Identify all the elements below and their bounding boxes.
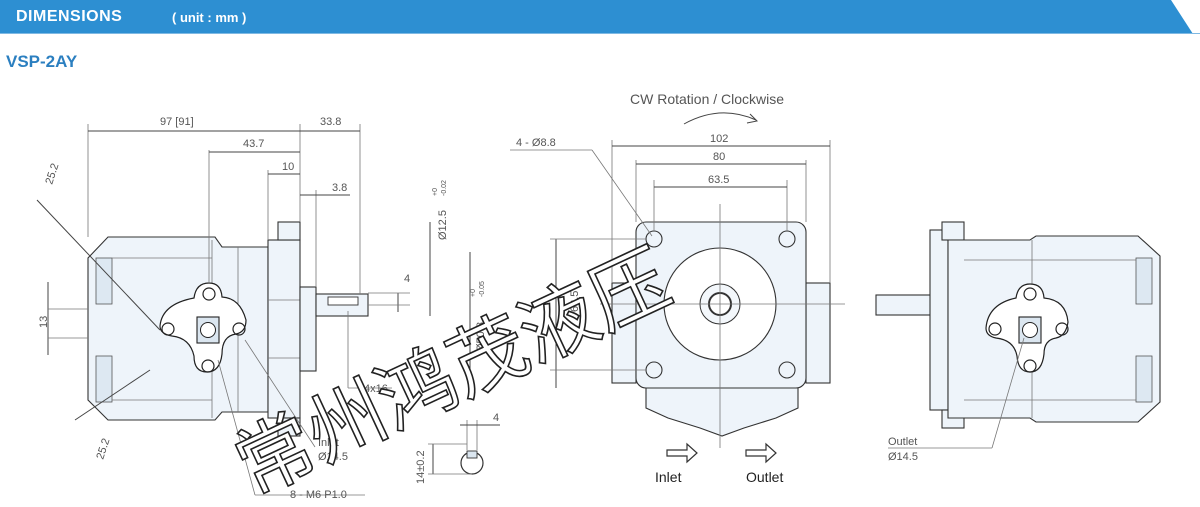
dim-13: 13 — [38, 316, 50, 328]
bolt-hole-top — [202, 287, 216, 301]
dim-25-2-bottom: 25.2 — [94, 437, 112, 461]
front-outlet-label: Outlet — [746, 469, 783, 485]
dim-25-2-top: 25.2 — [43, 162, 61, 186]
front-view-lower-housing — [645, 381, 799, 437]
inlet-label: Inlet — [318, 437, 339, 449]
key-width: 4 — [493, 412, 499, 424]
dim-vertical: 63.5 — [569, 291, 581, 312]
dim-102: 102 — [710, 133, 728, 145]
side-view-port-bottom — [95, 355, 113, 403]
rear-view: Outlet Ø14.5 — [875, 221, 1161, 463]
holes-label: 4 - Ø8.8 — [516, 137, 556, 149]
side-view-flange — [267, 239, 301, 419]
dim-12-5-tol-upper: +0 — [432, 188, 439, 196]
section-title: DIMENSIONS — [16, 8, 123, 25]
model-name: VSP-2AY — [6, 52, 78, 71]
bolt-hole-bottom — [201, 359, 215, 373]
dim-12-5: Ø12.5 — [437, 210, 449, 240]
dim-50-8: Ø50.8 — [475, 322, 487, 352]
front-view-dimensions: CW Rotation / Clockwise 4 - Ø8.8 102 80 … — [510, 91, 845, 448]
rear-view-flange-edge — [929, 229, 949, 411]
dim-4: 4 — [404, 273, 410, 285]
front-inlet-label: Inlet — [655, 469, 682, 485]
rear-view-dimensions: Outlet Ø14.5 — [888, 337, 1025, 463]
bolt-note: 8 - M6 P1.0 — [290, 489, 347, 501]
outlet-arrow-icon — [745, 442, 777, 464]
front-hole-bottom-right — [778, 361, 796, 379]
outlet-port-flange — [985, 283, 1069, 373]
dim-10: 10 — [282, 161, 294, 173]
rear-view-ear-top — [941, 221, 965, 241]
side-view-pilot — [299, 286, 317, 372]
side-view-flange-ear-bottom — [277, 417, 301, 437]
dim-50-8-tol-upper: +0 — [470, 289, 477, 297]
inlet-port-flange — [159, 282, 247, 373]
dim-80: 80 — [713, 151, 725, 163]
dim-3-8: 3.8 — [332, 182, 347, 194]
dim-43-7: 43.7 — [243, 138, 264, 150]
dim-97: 97 [91] — [160, 116, 194, 128]
key-detail: 4 14±0.2 — [415, 412, 500, 484]
bolt-hole-left — [161, 322, 175, 336]
inlet-arrow-icon — [666, 442, 698, 464]
dim-33-8: 33.8 — [320, 116, 341, 128]
key-height: 14±0.2 — [415, 450, 427, 484]
header-corner — [1171, 0, 1193, 34]
bolt-hole-right — [232, 322, 246, 336]
unit-label: ( unit : mm ) — [172, 10, 247, 25]
rotation-label: CW Rotation / Clockwise — [630, 91, 784, 107]
dim-50-8-tol-lower: -0.05 — [479, 281, 486, 297]
rear-outlet-dia: Ø14.5 — [888, 451, 918, 463]
header-bar — [0, 0, 1193, 34]
side-view-flange-ear-top — [277, 221, 301, 241]
header-divider — [0, 33, 1200, 34]
side-view-keyway — [327, 296, 359, 306]
key-length: 4x16 — [364, 383, 388, 395]
side-view: 97 [91] 33.8 43.7 10 3.8 25.2 25.2 13 Ø1… — [36, 116, 487, 501]
rear-outlet-label: Outlet — [888, 436, 917, 448]
side-view-port-top — [95, 257, 113, 305]
dim-63-5: 63.5 — [708, 174, 729, 186]
front-view: CW Rotation / Clockwise 4 - Ø8.8 102 80 … — [510, 91, 845, 485]
dim-12-5-tol-lower: -0.02 — [441, 180, 448, 196]
inlet-dia: Ø14.5 — [318, 451, 348, 463]
front-view-boss-right — [805, 282, 831, 384]
